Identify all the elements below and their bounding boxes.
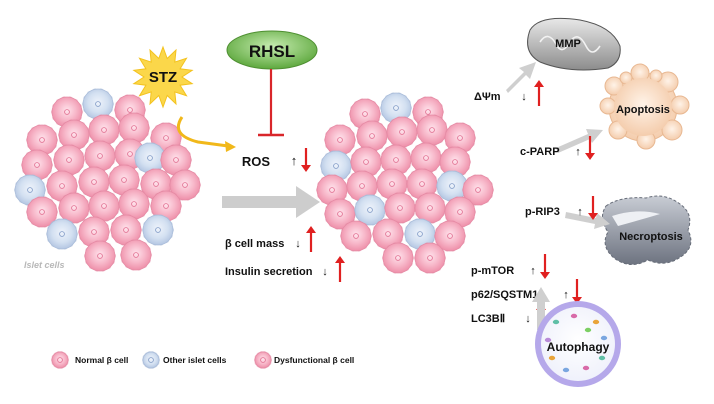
legend-normal-label: Normal β cell	[75, 355, 128, 365]
to-necroptosis-arrow	[565, 212, 610, 229]
p62-stz-arrow-icon: ↑	[563, 289, 569, 301]
stz-label: STZ	[149, 69, 177, 86]
islet-cluster-normal	[14, 88, 201, 272]
dysfunctional-beta-cell	[462, 174, 494, 206]
prip3-stz-arrow-icon: ↑	[577, 206, 583, 218]
to-autophagy-arrow	[532, 287, 550, 330]
insulin-label: Insulin secretion	[225, 266, 313, 278]
dysfunctional-beta-cell	[386, 116, 418, 148]
legend-normal-cell	[51, 351, 69, 369]
dysfunctional-beta-cell	[324, 198, 356, 230]
normal-beta-cell	[58, 192, 90, 224]
dysfunctional-beta-cell	[439, 146, 471, 178]
insulin-stz-arrow-icon: ↓	[322, 266, 328, 278]
other-islet-cell	[354, 194, 386, 226]
dpsi-stz-arrow-icon: ↓	[521, 91, 527, 103]
stz-to-ros-arrow	[177, 116, 229, 148]
dpsi-label: ΔΨm	[474, 91, 501, 103]
other-islet-cell	[82, 88, 114, 120]
pmtor-label: p-mTOR	[471, 265, 514, 277]
insulin-rhsl-up-arrow-icon	[335, 256, 345, 282]
lc3b-stz-arrow-icon: ↓	[525, 313, 531, 325]
stz-star-icon	[132, 45, 194, 109]
dysfunctional-beta-cell	[444, 196, 476, 228]
dysfunctional-beta-cell	[414, 242, 446, 274]
apoptosis-label: Apoptosis	[616, 104, 670, 116]
dysfunctional-beta-cell	[350, 146, 382, 178]
dysfunctional-beta-cell	[376, 168, 408, 200]
necroptotic-cell-icon	[602, 195, 692, 265]
prip3-label: p-RIP3	[525, 206, 560, 218]
necroptosis-label: Necroptosis	[619, 231, 683, 243]
legend: Normal β cell Other islet cells Dysfunct…	[51, 351, 354, 369]
dysfunctional-beta-cell	[340, 220, 372, 252]
dysfunctional-beta-cell	[434, 220, 466, 252]
normal-beta-cell	[108, 164, 140, 196]
dysfunctional-beta-cell	[382, 242, 414, 274]
normal-beta-cell	[26, 196, 58, 228]
pmtor-rhsl-down-arrow-icon	[540, 254, 550, 279]
legend-dysfunctional-cell	[254, 351, 272, 369]
legend-dysfunctional-label: Dysfunctional β cell	[274, 355, 354, 365]
dysfunctional-beta-cell	[414, 192, 446, 224]
dysfunctional-beta-cell	[372, 218, 404, 250]
to-mmp-arrow	[506, 62, 536, 93]
ros-rhsl-down-arrow-icon	[301, 148, 311, 172]
lc3b-label: LC3BⅡ	[471, 313, 505, 325]
p62-label: p62/SQSTM1	[471, 289, 538, 301]
beta-mass-rhsl-up-arrow-icon	[306, 226, 316, 252]
autophagosome-icon	[535, 301, 621, 387]
cparp-rhsl-down-arrow-icon	[585, 136, 595, 160]
ros-label: ROS	[242, 154, 271, 169]
legend-other-cell	[142, 351, 160, 369]
dpsi-rhsl-up-arrow-icon	[534, 80, 544, 106]
cparp-label: c-PARP	[520, 146, 560, 158]
normal-beta-cell	[84, 240, 116, 272]
legend-dysfunctional-cell-icon	[254, 351, 272, 369]
dysfunctional-beta-cell	[384, 192, 416, 224]
prip3-rhsl-down-arrow-icon	[588, 196, 598, 220]
progression-arrow	[222, 186, 320, 218]
normal-beta-cell	[120, 239, 152, 271]
other-islet-cell	[320, 150, 352, 182]
to-apoptosis-arrow	[556, 129, 603, 153]
legend-other-label: Other islet cells	[163, 355, 227, 365]
dysfunctional-beta-cell	[316, 174, 348, 206]
normal-beta-cell	[88, 190, 120, 222]
mmp-label: MMP	[555, 38, 581, 50]
beta-mass-label: β cell mass	[225, 238, 284, 250]
other-islet-cell	[142, 214, 174, 246]
normal-beta-cell	[169, 169, 201, 201]
autophagy-label: Autophagy	[547, 340, 610, 354]
normal-beta-cell	[160, 144, 192, 176]
stz-arrowhead-icon	[225, 141, 236, 152]
normal-beta-cell	[84, 140, 116, 172]
ros-stz-arrow-icon: ↑	[291, 153, 298, 168]
normal-beta-cell	[150, 190, 182, 222]
islet-cluster-dysfunctional	[316, 92, 494, 274]
legend-other-cell-icon	[142, 351, 160, 369]
other-islet-cell	[46, 218, 78, 250]
p62-rhsl-down-arrow-icon	[572, 279, 582, 304]
beta-mass-stz-arrow-icon: ↓	[295, 238, 301, 250]
cparp-stz-arrow-icon: ↑	[575, 146, 581, 158]
pmtor-stz-arrow-icon: ↑	[530, 265, 536, 277]
apoptotic-cell-icon	[599, 63, 690, 150]
mitochondrion-icon	[527, 17, 621, 71]
legend-normal-cell-icon	[51, 351, 69, 369]
dysfunctional-beta-cell	[416, 114, 448, 146]
rhsl-label: RHSL	[249, 42, 295, 61]
islet-caption: Islet cells	[24, 260, 65, 270]
